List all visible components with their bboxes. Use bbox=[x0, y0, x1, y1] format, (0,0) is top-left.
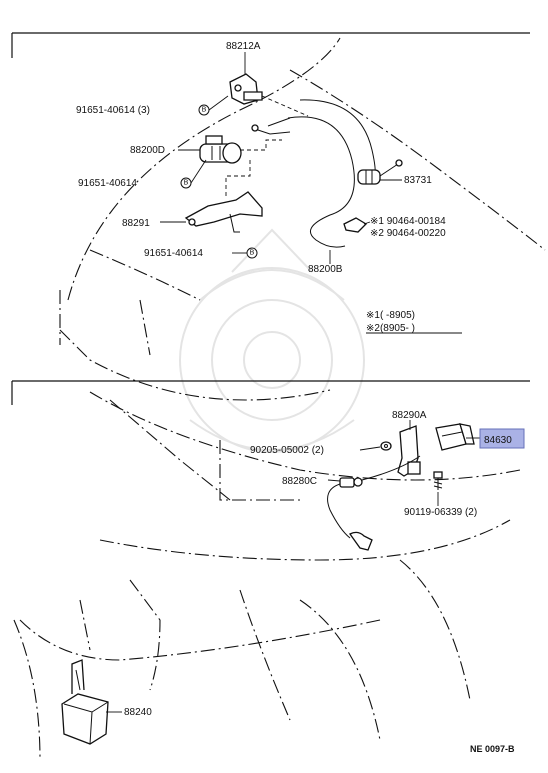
part-84630-switch bbox=[435, 423, 475, 451]
label-bolt-low: 91651-40614 bbox=[144, 248, 203, 259]
leader-bolt-top bbox=[208, 95, 229, 111]
linkage-pin bbox=[251, 124, 259, 132]
part-83731-grommet bbox=[357, 159, 403, 185]
leader-bolt-mid bbox=[190, 159, 207, 184]
label-clip-1: ※1 90464-00184 bbox=[370, 216, 446, 227]
badge-b-3-text: B bbox=[250, 250, 255, 257]
part-screw bbox=[433, 471, 443, 490]
label-88280c: 88280C bbox=[282, 476, 317, 487]
label-screw: 90119-06339 (2) bbox=[404, 507, 477, 518]
badge-b-2-text: B bbox=[184, 180, 189, 187]
upper-body-outline bbox=[59, 37, 546, 401]
leader-clip bbox=[363, 221, 371, 225]
label-83731: 83731 bbox=[404, 175, 432, 186]
part-88291-bracket bbox=[184, 191, 263, 233]
bracket-dash bbox=[225, 160, 251, 196]
note-1: ※1( -8905) bbox=[366, 310, 415, 321]
label-88291: 88291 bbox=[122, 218, 150, 229]
label-84630[interactable]: 84630 bbox=[484, 435, 512, 446]
diagram-code: NE 0097-B bbox=[470, 744, 515, 754]
lower-body-outline bbox=[13, 391, 521, 761]
label-88200b: 88200B bbox=[308, 264, 343, 275]
badge-b-1-text: B bbox=[202, 107, 207, 114]
upper-section-frame bbox=[11, 32, 530, 58]
label-88240: 88240 bbox=[124, 707, 152, 718]
part-washer bbox=[380, 441, 392, 451]
part-88280c-sensor bbox=[327, 455, 421, 551]
part-88290a-bracket bbox=[397, 425, 421, 477]
label-88290a: 88290A bbox=[392, 410, 427, 421]
highlight-84630[interactable] bbox=[479, 428, 525, 449]
leader-88280c bbox=[327, 479, 341, 482]
label-bolt-top: 91651-40614 (3) bbox=[76, 105, 150, 116]
watermark-emblem bbox=[179, 228, 365, 453]
lower-section-frame bbox=[11, 380, 530, 405]
part-clip bbox=[343, 217, 368, 233]
label-washer: 90205-05002 (2) bbox=[250, 445, 324, 456]
linkage-dash bbox=[240, 139, 282, 151]
label-88200d: 88200D bbox=[130, 145, 165, 156]
part-88240-control-unit bbox=[61, 659, 109, 745]
label-bolt-mid: 91651-40614 bbox=[78, 178, 137, 189]
link-dash-top bbox=[261, 95, 309, 117]
label-88212a: 88212A bbox=[226, 41, 261, 52]
label-clip-2: ※2 90464-00220 bbox=[370, 228, 446, 239]
note-2: ※2(8905- ) bbox=[366, 323, 415, 334]
leader-washer bbox=[359, 446, 381, 451]
part-88212a-bracket bbox=[229, 73, 263, 105]
part-88200d-actuator bbox=[199, 135, 242, 164]
